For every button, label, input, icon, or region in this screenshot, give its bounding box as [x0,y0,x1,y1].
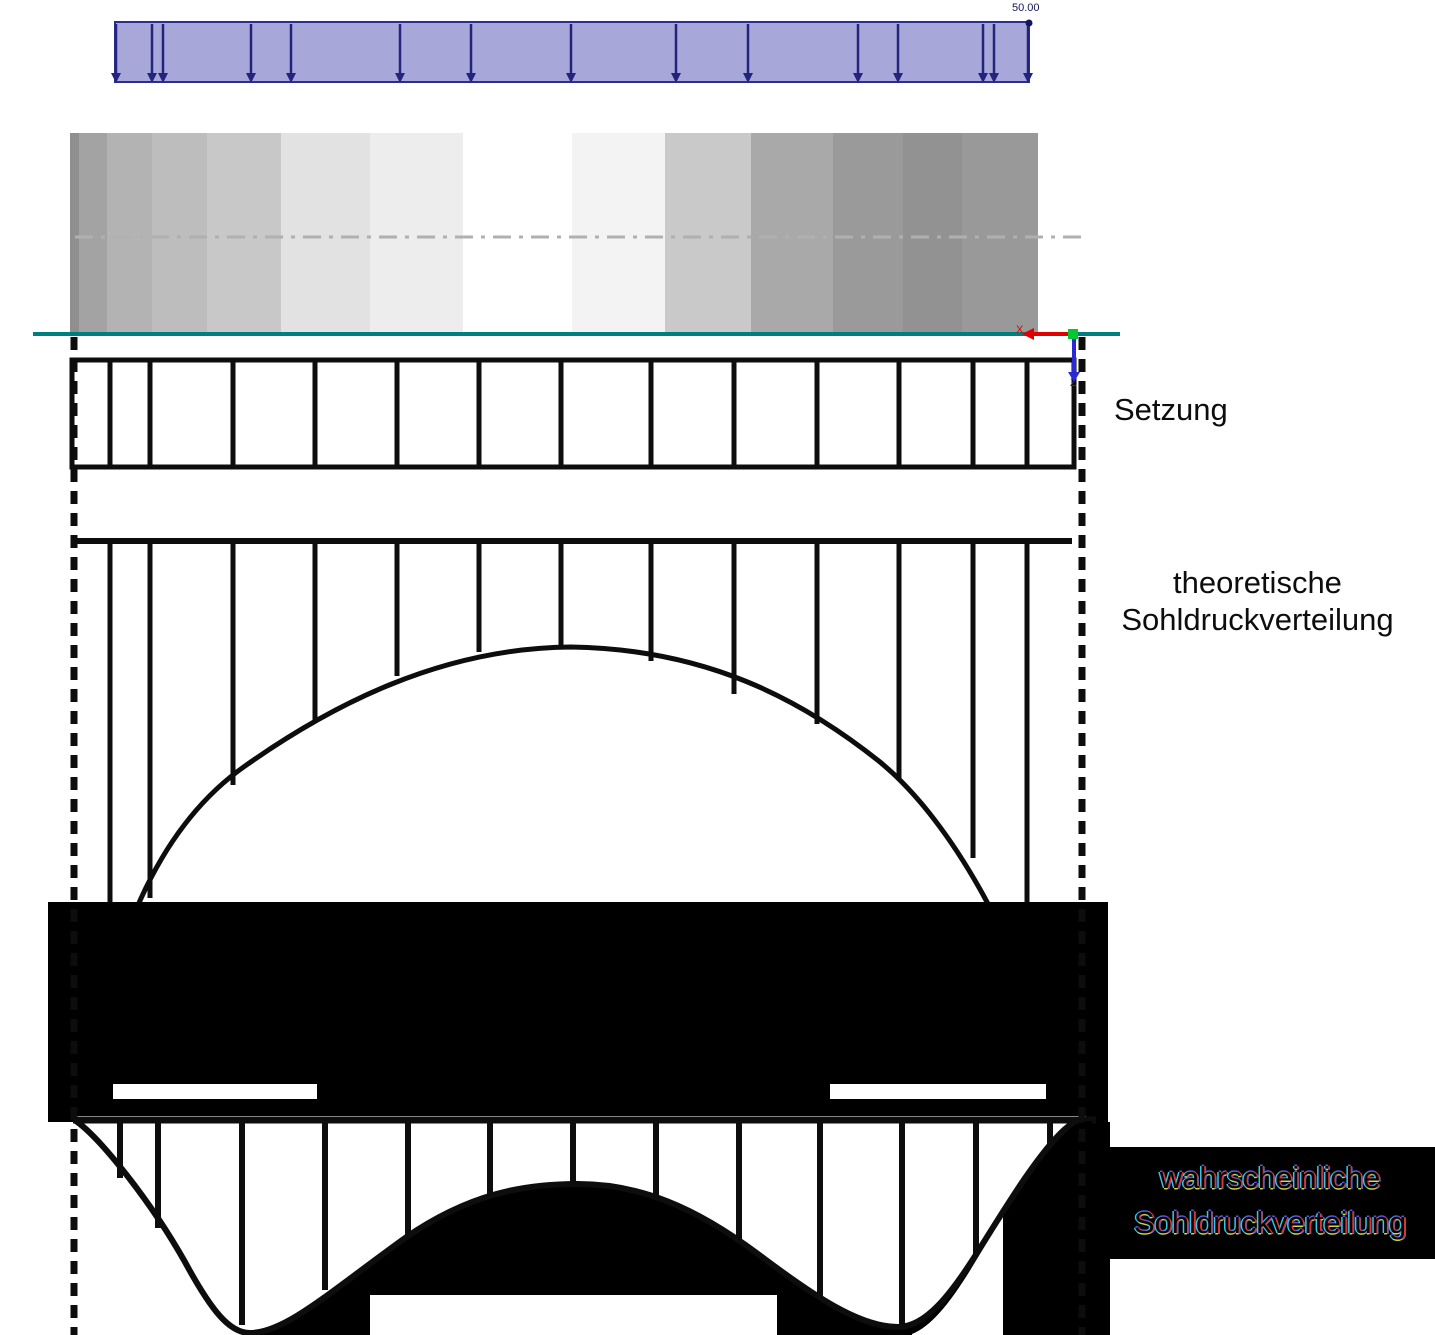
axis-x-arrowhead [1022,328,1034,340]
load-arrowhead [743,73,753,83]
contour-stripe [107,133,152,333]
white-bar-right [830,1084,1046,1099]
load-arrowhead [466,73,476,83]
theoretical-label-line2: Sohldruckverteilung [1121,602,1394,637]
white-bottom-wedge [912,1214,1003,1335]
theoretical-arch-curve [91,644,1061,1083]
probable-curve [74,1116,1089,1335]
contour-stripe [833,133,903,333]
settlement-label: Setzung [1114,392,1228,427]
load-arrowhead [989,73,999,83]
load-arrowhead [246,73,256,83]
contour-stripe [572,133,665,333]
probable-distribution-label: wahrscheinliche Sohldruckverteilung [1105,1147,1435,1259]
load-value-label: 50.00 [1012,2,1040,14]
contour-stripe [70,133,79,333]
load-arrowhead [395,73,405,83]
contour-stripe [962,133,1038,333]
theoretical-label-line1: theoretische [1173,565,1342,600]
load-arrowhead [893,73,903,83]
load-arrowhead [566,73,576,83]
load-arrowhead [158,73,168,83]
load-node-dot [1025,19,1033,27]
load-arrowhead [671,73,681,83]
theoretical-distribution-label: theoretische Sohldruckverteilung [1085,564,1430,638]
white-bar-left [113,1084,317,1099]
probable-label-line1: wahrscheinliche [1159,1160,1381,1195]
axis-x-label: X [1016,324,1024,336]
contour-stripe [903,133,962,333]
axis-origin-marker [1068,329,1078,339]
axis-z-label: Z [1070,377,1077,389]
contour-stripe [665,133,751,333]
load-arrowhead [1023,73,1033,83]
load-arrowhead [111,73,121,83]
axis-z-arrowhead [1068,372,1080,382]
contour-stripe [79,133,107,333]
contour-stripe [751,133,833,333]
load-arrowhead [147,73,157,83]
probable-label-line2: Sohldruckverteilung [1133,1205,1407,1240]
contour-stripe [281,133,370,333]
load-arrowhead [978,73,988,83]
black-under-curve [250,1119,1092,1335]
probable-fill-region [76,1116,1086,1333]
contour-stripe [463,133,572,333]
contour-stripe [370,133,463,333]
white-bottom-notch [370,1295,777,1335]
load-arrowhead [853,73,863,83]
load-arrowhead [286,73,296,83]
setzung-band-outline [69,357,1077,470]
contour-stripe [152,133,207,333]
contour-stripe [207,133,281,333]
